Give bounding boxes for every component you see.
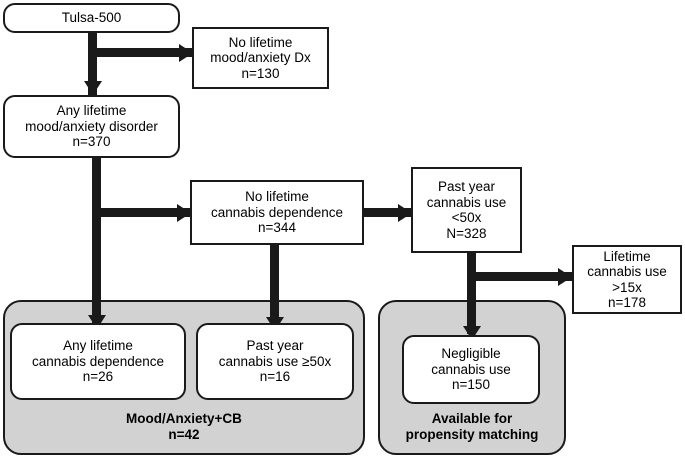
arrowhead-to-past-year-lt50x xyxy=(398,203,412,222)
group-caption-mood-anxiety-cb-line-1: n=42 xyxy=(168,427,200,442)
node-no-lifetime-cannabis-dependence-line-1: cannabis dependence xyxy=(210,204,344,220)
connector-mood-disorder-to-no-dependence xyxy=(92,208,190,217)
node-tulsa500-line-0: Tulsa-500 xyxy=(61,10,122,26)
node-past-year-cannabis-use-lt50x-line-3: N=328 xyxy=(446,225,487,241)
node-lifetime-cannabis-use-gt15x-line-3: n=178 xyxy=(608,295,646,310)
connector-tulsa500-to-no-mood-dx xyxy=(88,48,192,57)
node-negligible-cannabis-use-line-1: cannabis use xyxy=(431,361,511,377)
connector-no-dependence-to-past-year-lt50x xyxy=(363,208,414,217)
node-any-mood-anxiety-disorder-line-1: mood/anxiety disorder xyxy=(25,118,158,134)
node-tulsa500[interactable]: Tulsa-500 xyxy=(3,3,180,33)
node-lifetime-cannabis-use-gt15x[interactable]: Lifetime cannabis use >15x n=178 xyxy=(572,245,682,314)
node-past-year-cannabis-use-lt50x-line-0: Past year xyxy=(437,179,496,194)
connector-past-year-lt50x-stem xyxy=(467,252,476,334)
node-no-lifetime-cannabis-dependence[interactable]: No lifetime cannabis dependence n=344 xyxy=(190,180,364,245)
arrowhead-to-any-mood-disorder xyxy=(83,81,102,95)
node-no-lifetime-cannabis-dependence-line-2: n=344 xyxy=(258,220,296,236)
node-any-lifetime-cannabis-dependence-line-2: n=26 xyxy=(82,369,114,385)
node-negligible-cannabis-use-line-0: Negligible xyxy=(441,346,501,362)
node-no-mood-anxiety-dx-line-1: mood/anxiety Dx xyxy=(210,50,311,66)
node-negligible-cannabis-use[interactable]: Negligible cannabis use n=150 xyxy=(402,335,540,404)
connector-mood-disorder-stem xyxy=(92,158,101,323)
node-past-year-cannabis-use-lt50x-line-1: cannabis use xyxy=(426,194,507,210)
node-past-year-cannabis-use-lt50x-line-2: <50x xyxy=(451,210,482,225)
node-lifetime-cannabis-use-gt15x-line-2: >15x xyxy=(612,279,642,295)
node-no-mood-anxiety-dx-line-0: No lifetime xyxy=(228,34,293,50)
group-caption-mood-anxiety-cb: Mood/Anxiety+CB n=42 xyxy=(3,411,365,443)
node-any-mood-anxiety-disorder-line-2: n=370 xyxy=(72,134,111,150)
node-past-year-cannabis-use-ge50x-line-2: n=16 xyxy=(259,369,291,385)
node-past-year-cannabis-use-ge50x-line-1: cannabis use ≥50x xyxy=(218,353,332,369)
node-past-year-cannabis-use-ge50x[interactable]: Past year cannabis use ≥50x n=16 xyxy=(196,323,354,400)
node-any-mood-anxiety-disorder[interactable]: Any lifetime mood/anxiety disorder n=370 xyxy=(3,95,180,158)
node-past-year-cannabis-use-lt50x[interactable]: Past year cannabis use <50x N=328 xyxy=(411,167,522,253)
node-any-lifetime-cannabis-dependence[interactable]: Any lifetime cannabis dependence n=26 xyxy=(10,323,186,400)
node-no-lifetime-cannabis-dependence-line-0: No lifetime xyxy=(245,189,309,205)
connector-tulsa500-stem xyxy=(88,32,97,95)
node-no-mood-anxiety-dx[interactable]: No lifetime mood/anxiety Dx n=130 xyxy=(192,27,329,89)
node-any-mood-anxiety-disorder-line-0: Any lifetime xyxy=(56,103,127,119)
group-caption-propensity-line-0: Available for xyxy=(431,411,513,426)
arrowhead-to-no-mood-dx xyxy=(179,43,193,62)
node-any-lifetime-cannabis-dependence-line-1: cannabis dependence xyxy=(31,353,165,369)
group-caption-propensity-line-1: propensity matching xyxy=(405,427,539,442)
node-any-lifetime-cannabis-dependence-line-0: Any lifetime xyxy=(63,338,133,354)
group-caption-available-for-propensity-matching: Available for propensity matching xyxy=(378,411,566,443)
node-negligible-cannabis-use-line-2: n=150 xyxy=(452,377,490,393)
connector-no-dependence-stem-down xyxy=(270,245,279,325)
node-past-year-cannabis-use-ge50x-line-0: Past year xyxy=(246,338,304,354)
arrowhead-to-no-lifetime-dependence xyxy=(177,203,191,222)
arrowhead-to-lifetime-gt15x xyxy=(558,267,572,286)
node-lifetime-cannabis-use-gt15x-line-1: cannabis use xyxy=(587,264,667,279)
connector-past-year-lt50x-to-lifetime-gt15x xyxy=(467,272,572,281)
node-lifetime-cannabis-use-gt15x-line-0: Lifetime xyxy=(603,248,651,264)
group-caption-mood-anxiety-cb-line-0: Mood/Anxiety+CB xyxy=(126,411,242,426)
node-no-mood-anxiety-dx-line-2: n=130 xyxy=(241,65,280,81)
